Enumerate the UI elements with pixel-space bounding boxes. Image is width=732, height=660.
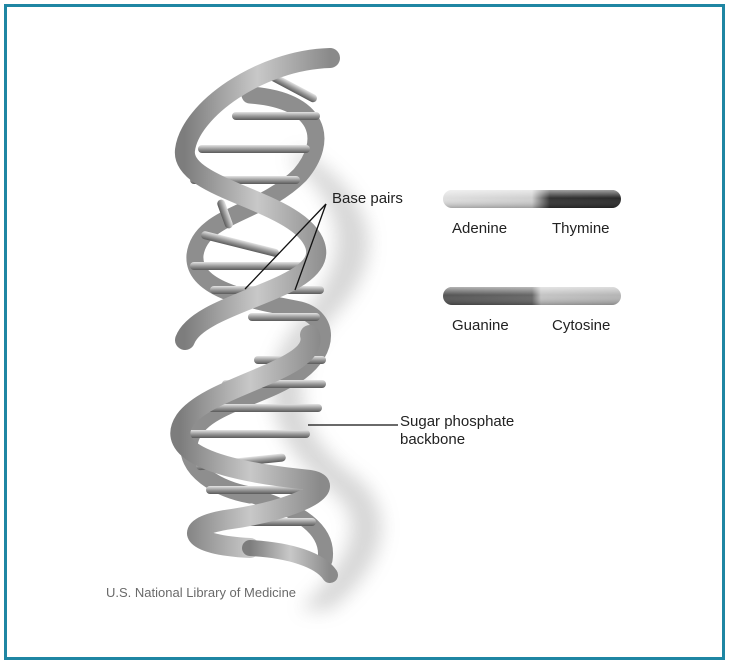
sugar-phosphate-label-line2: backbone [400, 431, 465, 448]
credit-text: U.S. National Library of Medicine [106, 585, 296, 600]
thymine-label: Thymine [552, 220, 610, 237]
adenine-label: Adenine [452, 220, 507, 237]
base-pairs-label: Base pairs [332, 190, 403, 207]
legend-adenine-thymine: Adenine Thymine [443, 190, 621, 237]
guanine-label: Guanine [452, 317, 509, 334]
cytosine-label: Cytosine [552, 317, 610, 334]
sugar-phosphate-label-line1: Sugar phosphate [400, 413, 514, 430]
legend-guanine-cytosine: Guanine Cytosine [443, 287, 621, 334]
